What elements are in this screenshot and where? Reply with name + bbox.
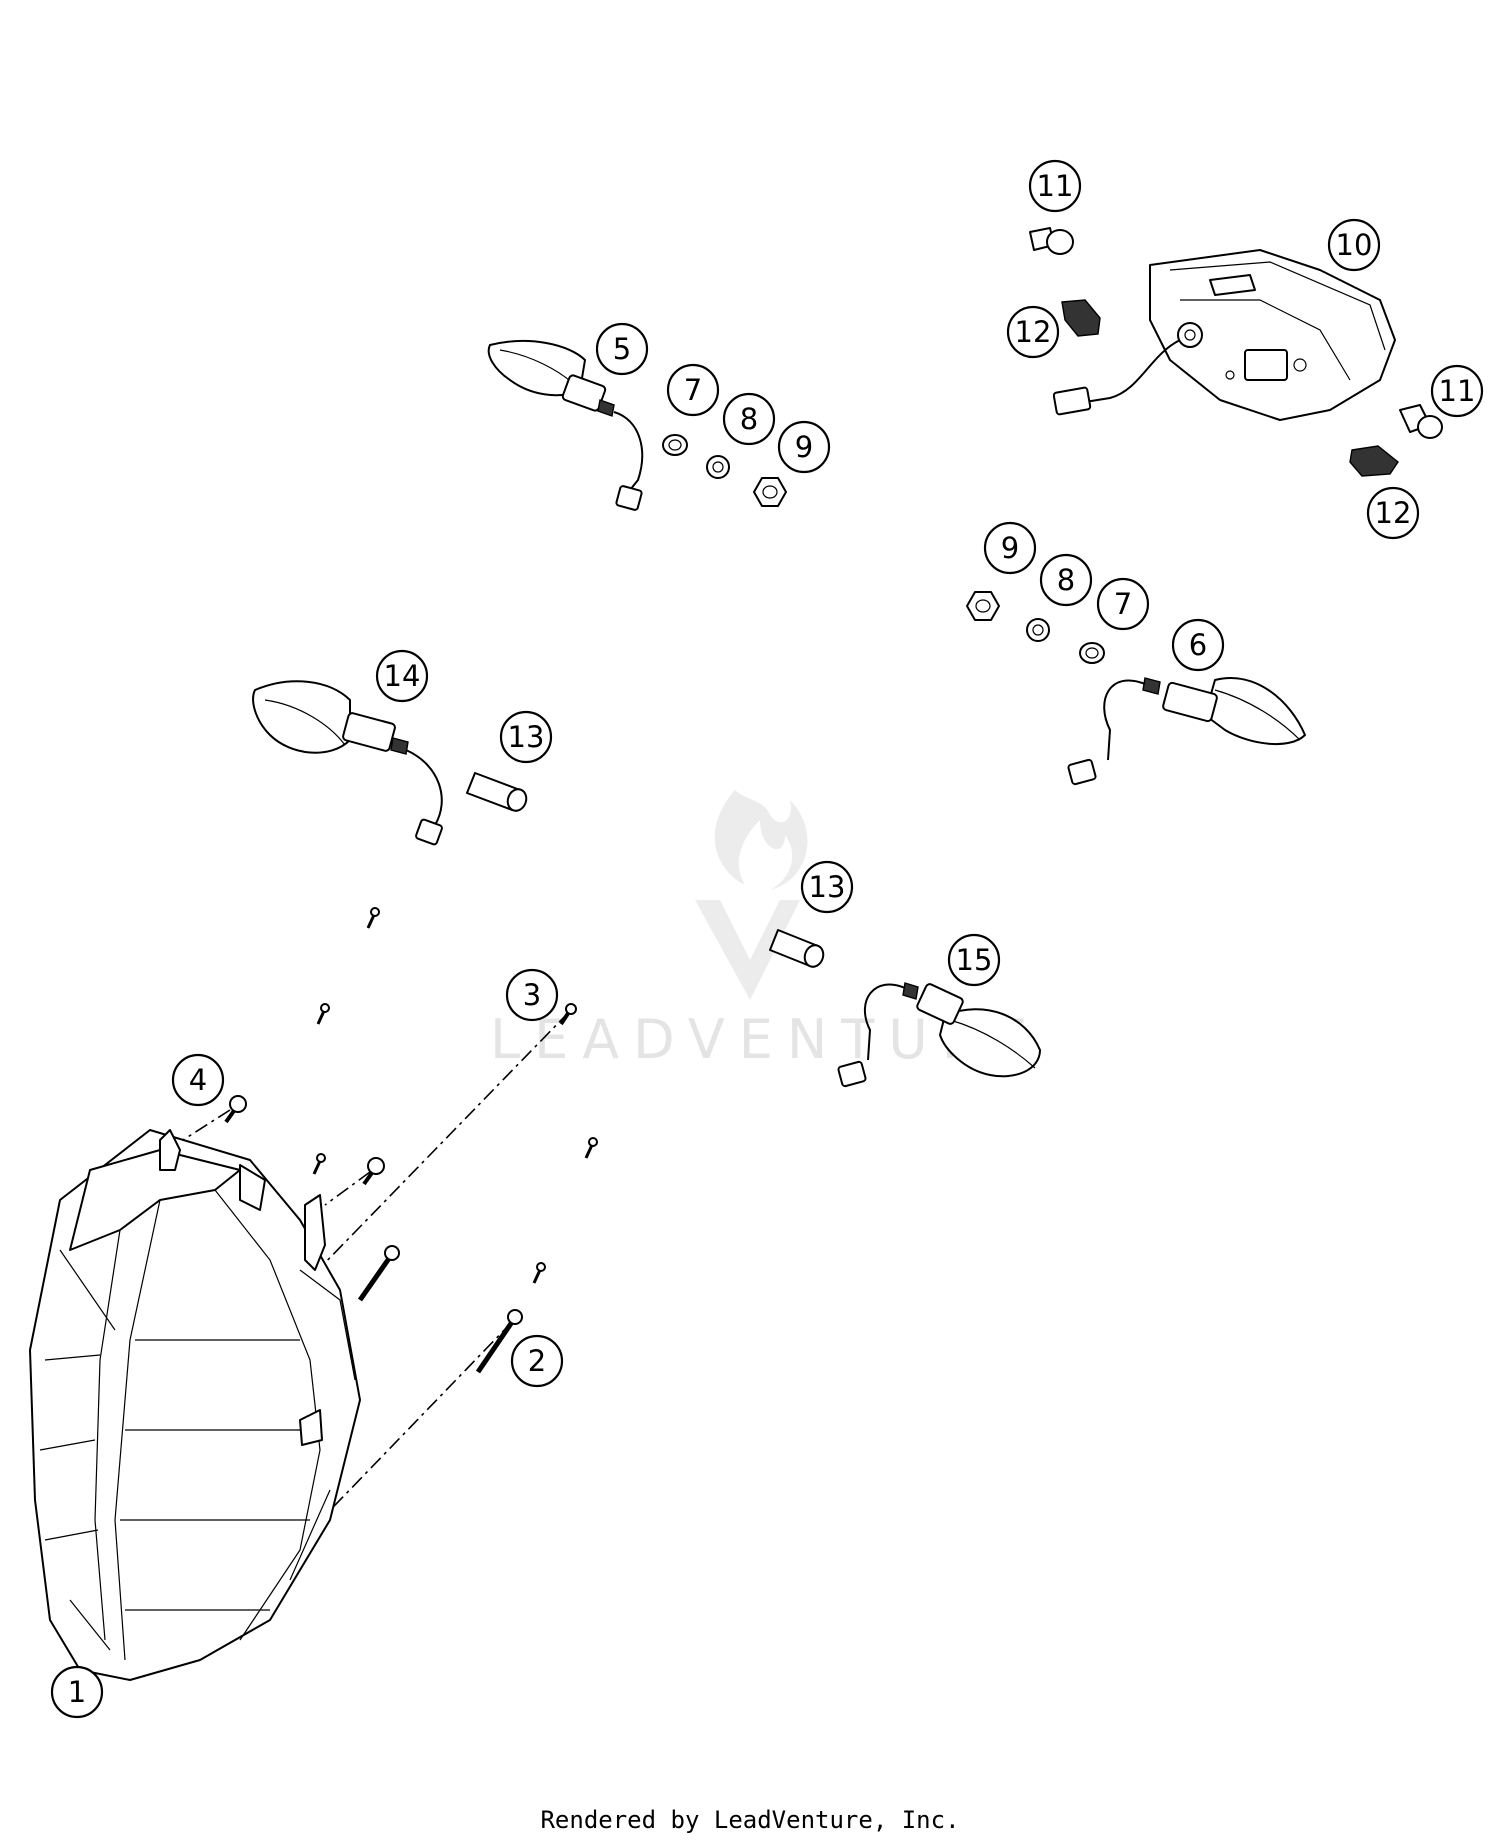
rubber-12-upper: [1061, 299, 1101, 337]
callout-11-right: 11: [1430, 364, 1484, 418]
grommet-11-upper: [1029, 227, 1074, 255]
instrument-cluster-10: [1052, 249, 1396, 421]
callout-8-lower: 8: [1039, 553, 1093, 607]
callout-5: 5: [595, 322, 649, 376]
callout-2-label: 2: [528, 1344, 546, 1378]
callout-12-lower: 12: [1366, 486, 1420, 540]
rubber-12-lower: [1349, 445, 1399, 477]
callout-8-upper-label: 8: [740, 402, 758, 436]
nut-9-lower: [966, 591, 1000, 621]
callout-11-upper: 11: [1028, 159, 1082, 213]
washer-7-lower: [1079, 642, 1105, 664]
callout-3-label: 3: [523, 978, 541, 1012]
callout-11-upper-label: 11: [1037, 169, 1074, 203]
callout-7-lower: 7: [1096, 577, 1150, 631]
nut-9-upper: [753, 477, 787, 507]
callout-11-right-label: 11: [1439, 374, 1476, 408]
callout-1: 1: [50, 1665, 104, 1719]
callout-3: 3: [505, 968, 559, 1022]
screw-2: [475, 1309, 523, 1374]
turn-signal-15: [837, 982, 1041, 1088]
callout-13-lower-label: 13: [809, 870, 846, 904]
lock-washer-8-upper: [706, 455, 730, 479]
turn-signal-14: [252, 680, 443, 846]
small-screw-d: [584, 1137, 598, 1159]
callout-4-label: 4: [189, 1063, 207, 1097]
screw-4: [224, 1095, 247, 1124]
callout-14-label: 14: [384, 659, 421, 693]
small-screw-b: [316, 1003, 330, 1025]
callout-1-label: 1: [68, 1675, 86, 1709]
washer-7-upper: [662, 434, 688, 456]
callout-13-upper-label: 13: [508, 720, 545, 754]
turn-signal-5: [487, 339, 644, 511]
callout-6-label: 6: [1189, 628, 1207, 662]
callout-14: 14: [375, 649, 429, 703]
footer-credit: Rendered by LeadVenture, Inc.: [540, 1806, 960, 1834]
callout-7-upper-label: 7: [684, 373, 702, 407]
lock-washer-8-lower: [1026, 618, 1050, 642]
callout-9-lower-label: 9: [1001, 531, 1019, 565]
callout-2: 2: [510, 1334, 564, 1388]
callout-7-upper: 7: [666, 363, 720, 417]
callout-12-upper: 12: [1006, 305, 1060, 359]
callout-9-upper: 9: [777, 420, 831, 474]
callout-8-lower-label: 8: [1057, 563, 1075, 597]
callout-6: 6: [1171, 618, 1225, 672]
callout-12-lower-label: 12: [1375, 496, 1412, 530]
callout-15-label: 15: [956, 943, 993, 977]
callout-4: 4: [171, 1053, 225, 1107]
callout-10: 10: [1327, 218, 1381, 272]
watermark-logo: [695, 790, 808, 1000]
callout-9-upper-label: 9: [795, 430, 813, 464]
callout-13-lower: 13: [800, 860, 854, 914]
turn-signal-6: [1067, 677, 1306, 786]
small-screw-a: [366, 907, 380, 929]
callout-5-label: 5: [613, 332, 631, 366]
callout-15: 15: [947, 933, 1001, 987]
callout-10-label: 10: [1336, 228, 1373, 262]
screw-3: [559, 1003, 577, 1026]
screw-long-upper: [357, 1245, 400, 1302]
small-screw-c: [312, 1153, 326, 1175]
spacer-13-upper: [466, 772, 528, 812]
callout-12-upper-label: 12: [1015, 315, 1052, 349]
grommet-11-right: [1399, 404, 1443, 439]
callout-13-upper: 13: [499, 710, 553, 764]
callout-9-lower: 9: [983, 521, 1037, 575]
headlight-assembly: [29, 1129, 361, 1681]
spacer-13-lower: [769, 929, 825, 968]
callout-7-lower-label: 7: [1114, 587, 1132, 621]
screw-4b: [362, 1157, 385, 1186]
screws: [224, 907, 598, 1374]
small-screw-e: [532, 1262, 546, 1284]
callout-8-upper: 8: [722, 392, 776, 446]
